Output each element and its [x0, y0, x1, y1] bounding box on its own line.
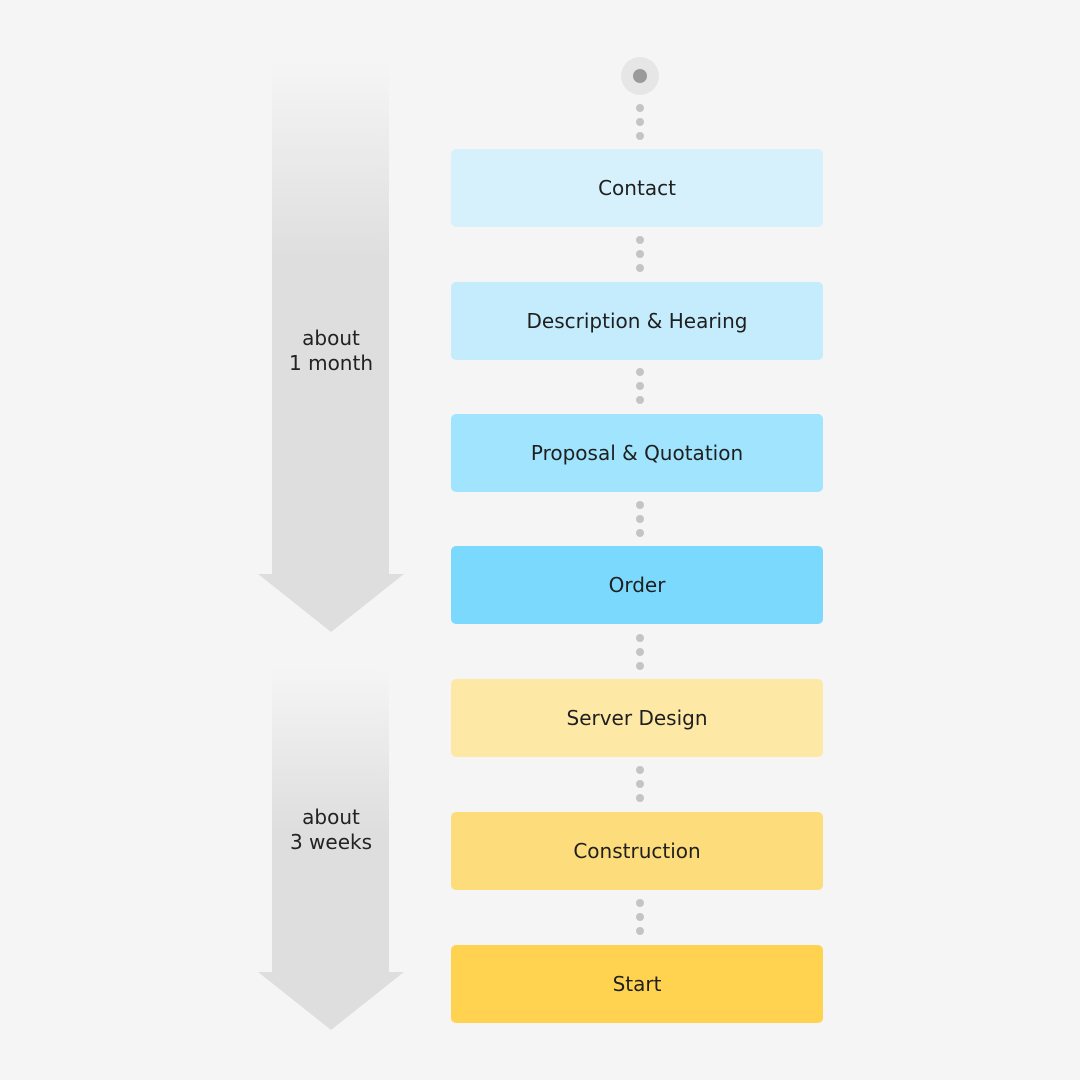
step-label: Order	[608, 573, 666, 597]
connector-dots	[636, 766, 644, 808]
step-label: Start	[612, 972, 662, 996]
step-server-design: Server Design	[451, 679, 823, 757]
step-contact: Contact	[451, 149, 823, 227]
step-construction: Construction	[451, 812, 823, 890]
step-label: Server Design	[566, 706, 708, 730]
phase-arrow-1-month: about 1 month	[258, 62, 404, 634]
step-order: Order	[451, 546, 823, 624]
connector-dots	[636, 368, 644, 410]
step-label: Contact	[598, 176, 676, 200]
step-proposal-quotation: Proposal & Quotation	[451, 414, 823, 492]
connector-dots	[636, 104, 644, 146]
flow-start-marker	[621, 57, 659, 95]
step-label: Proposal & Quotation	[530, 441, 744, 465]
connector-dots	[636, 634, 644, 676]
step-start: Start	[451, 945, 823, 1023]
phase-arrow-3-weeks: about 3 weeks	[258, 668, 404, 1032]
step-label: Construction	[573, 839, 701, 863]
connector-dots	[636, 501, 644, 543]
connector-dots	[636, 899, 644, 941]
phase-duration-label: about 3 weeks	[289, 805, 373, 854]
step-label: Description & Hearing	[526, 309, 748, 333]
phase-duration-label: about 1 month	[289, 326, 373, 375]
connector-dots	[636, 236, 644, 278]
step-description-hearing: Description & Hearing	[451, 282, 823, 360]
